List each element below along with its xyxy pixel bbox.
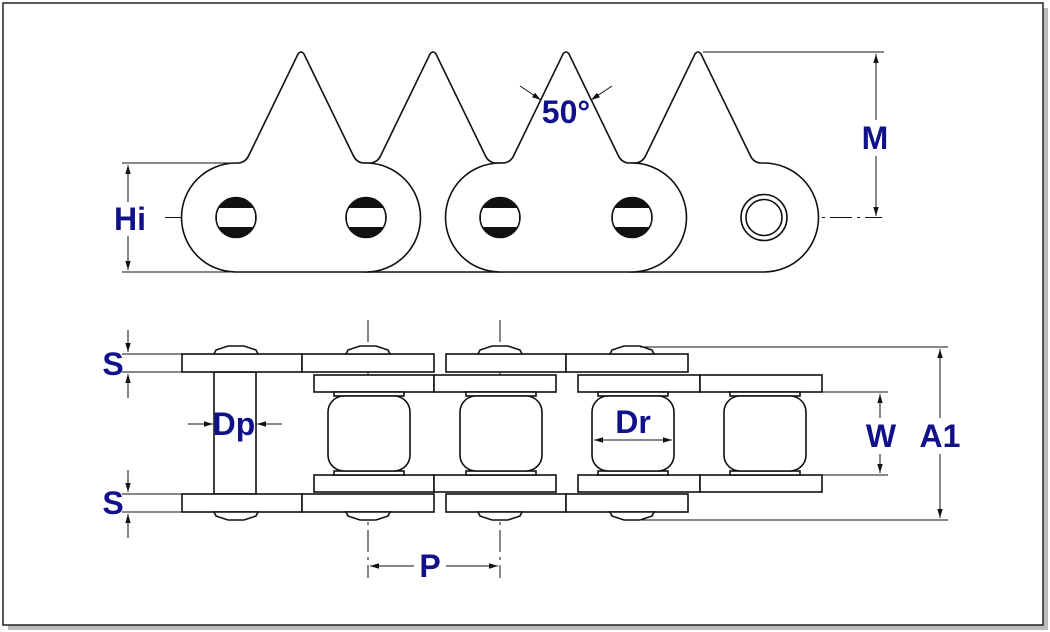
hole-slot [613, 208, 651, 227]
dimension-angle: 50° [519, 85, 613, 130]
pin-head-bottom [212, 511, 260, 521]
label-s-top: S [102, 346, 123, 382]
pin-head-outer [740, 193, 788, 242]
pin-head-bottom [476, 511, 524, 521]
inner-plate-top [313, 374, 435, 393]
pin-head-bottom [344, 511, 392, 521]
hole-outline [611, 196, 653, 239]
dimension-s-top: S [102, 330, 182, 398]
label-m: M [862, 120, 889, 156]
inner-plate-top [577, 374, 701, 393]
label-hi: Hi [114, 201, 146, 237]
dimension-w: W [822, 391, 898, 476]
inner-plate-bottom [433, 474, 557, 493]
pin-head-top [608, 345, 656, 355]
bushing-hole [611, 196, 653, 239]
outer-plate-top [445, 353, 567, 373]
hole-outline [345, 196, 387, 239]
outer-plate-bottom [445, 493, 567, 513]
outer-plate-bottom [565, 493, 689, 513]
hole-slot [347, 208, 385, 227]
outer-plate-bottom [181, 493, 303, 513]
label-dr: Dr [615, 404, 651, 440]
hole-outline [215, 196, 257, 239]
inner-plate-bottom [313, 474, 435, 493]
roller [591, 395, 675, 472]
roller [459, 395, 543, 472]
inner-plate-top [433, 374, 557, 393]
dimension-m: M [703, 51, 892, 216]
hole-slot [481, 208, 519, 227]
hole-outline [479, 196, 521, 239]
inner-plate-top [699, 374, 823, 393]
outer-plate-top [181, 353, 303, 373]
dimension-hi: Hi [110, 162, 236, 273]
label-a1: A1 [920, 418, 961, 454]
inner-plate-bottom [699, 474, 823, 493]
drawing-frame [2, 2, 1044, 626]
top-view: Dp Dr S S W [102, 320, 964, 584]
pin [213, 371, 257, 495]
label-w: W [866, 418, 897, 454]
label-s-bottom: S [102, 485, 123, 521]
bushing-hole [479, 196, 521, 239]
dimension-p: P [370, 548, 498, 584]
roller [327, 395, 411, 472]
pin-head-top [344, 345, 392, 355]
dimension-a1: A1 [640, 346, 964, 521]
pin-head-top [476, 345, 524, 355]
bushing-hole [345, 196, 387, 239]
pin-head-inner [745, 198, 783, 237]
outer-plate-top [301, 353, 435, 373]
outer-plate-top [565, 353, 689, 373]
bushing-hole [215, 196, 257, 239]
pin-head-top [212, 345, 260, 355]
dimension-dp: Dp [188, 406, 282, 442]
outer-plate-bottom [301, 493, 435, 513]
side-view: Hi M 50° [110, 51, 892, 273]
label-angle: 50° [542, 94, 590, 130]
label-dp: Dp [213, 406, 256, 442]
dimension-s-bottom: S [102, 470, 182, 538]
inner-plate-bottom [577, 474, 701, 493]
roller [723, 395, 807, 472]
hole-slot [217, 208, 255, 227]
dimension-dr: Dr [594, 404, 672, 443]
label-p: P [419, 548, 440, 584]
